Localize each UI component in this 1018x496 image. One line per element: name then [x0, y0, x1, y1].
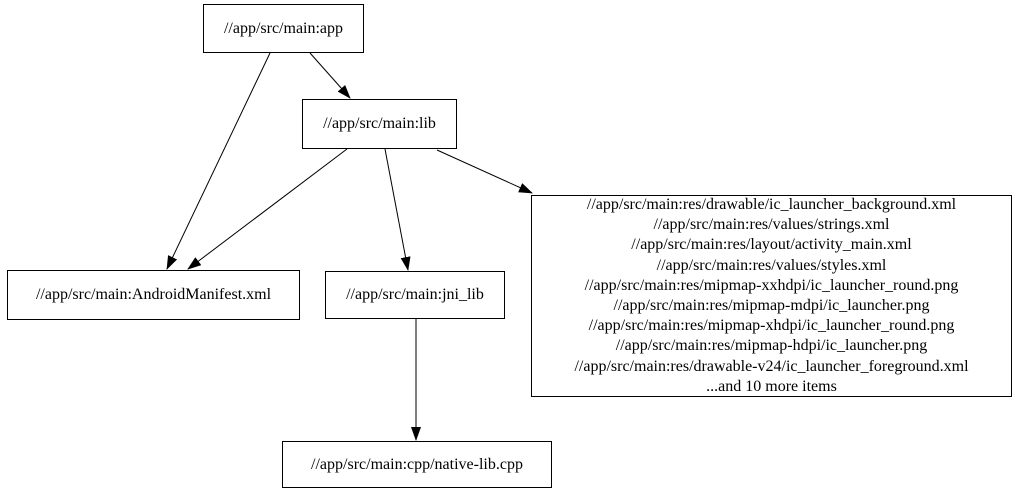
- resource-item: //app/src/main:res/values/styles.xml: [656, 256, 887, 274]
- node-app-label: //app/src/main:app: [223, 19, 344, 37]
- node-app: //app/src/main:app: [203, 4, 364, 53]
- resource-item: //app/src/main:res/mipmap-mdpi/ic_launch…: [613, 297, 930, 314]
- edge-app-manifest: [166, 52, 271, 270]
- node-android-manifest: //app/src/main:AndroidManifest.xml: [7, 270, 300, 320]
- edge-lib-manifest: [187, 148, 348, 270]
- node-lib: //app/src/main:lib: [302, 99, 457, 149]
- resource-item: //app/src/main:res/drawable/ic_launcher_…: [586, 195, 957, 213]
- node-lib-label: //app/src/main:lib: [323, 115, 436, 132]
- node-native-lib-cpp: //app/src/main:cpp/native-lib.cpp: [282, 441, 552, 488]
- resource-item: //app/src/main:res/drawable-v24/ic_launc…: [574, 357, 969, 375]
- node-resources: //app/src/main:res/drawable/ic_launcher_…: [531, 195, 1012, 397]
- resource-item: //app/src/main:res/values/strings.xml: [653, 216, 890, 234]
- resource-item: //app/src/main:res/mipmap-xhdpi/ic_launc…: [588, 317, 955, 335]
- edge-app-lib: [309, 52, 351, 99]
- node-native-lib-cpp-label: //app/src/main:cpp/native-lib.cpp: [311, 455, 523, 473]
- node-android-manifest-label: //app/src/main:AndroidManifest.xml: [35, 286, 272, 303]
- node-jni-lib: //app/src/main:jni_lib: [325, 271, 505, 319]
- resource-item: //app/src/main:res/mipmap-xxhdpi/ic_laun…: [584, 276, 959, 294]
- edge-lib-resources: [436, 149, 533, 194]
- node-jni-lib-label: //app/src/main:jni_lib: [346, 286, 484, 303]
- edge-lib-jni-lib: [384, 148, 411, 271]
- resource-more-items: ...and 10 more items: [706, 377, 837, 395]
- resource-item: //app/src/main:res/mipmap-hdpi/ic_launch…: [615, 337, 928, 355]
- resource-item: //app/src/main:res/layout/activity_main.…: [631, 236, 912, 254]
